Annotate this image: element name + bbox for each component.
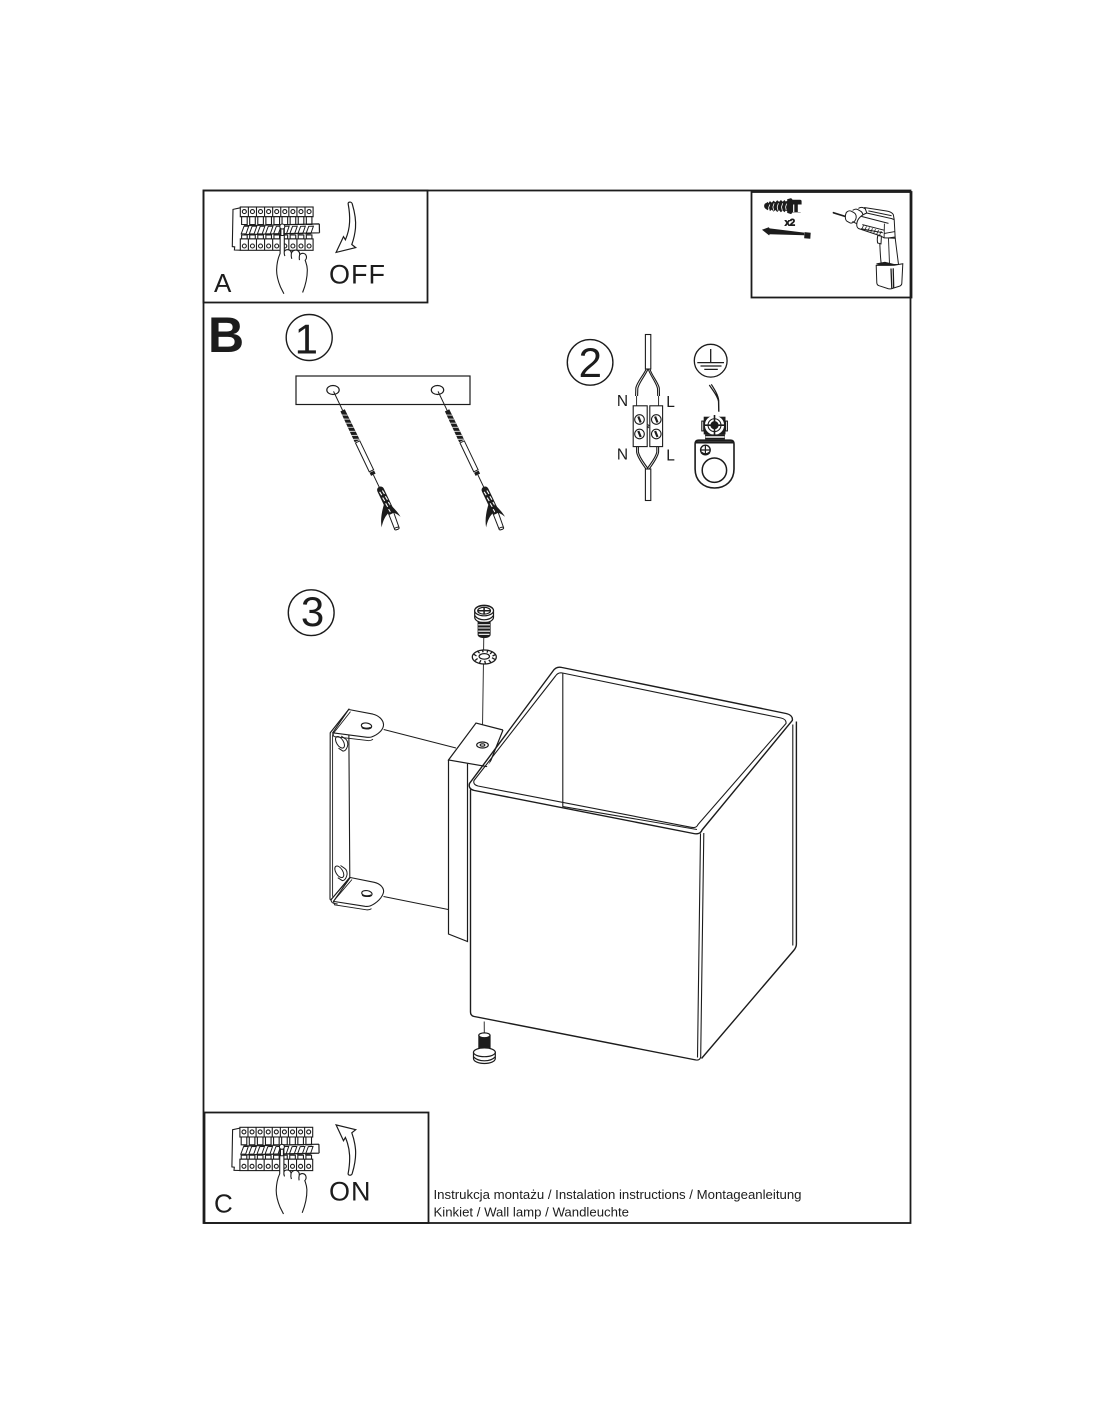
svg-text:2: 2 [579, 339, 602, 386]
svg-text:Kinkiet / Wall lamp / Wandleu: Kinkiet / Wall lamp / Wandleuchte [434, 1205, 629, 1220]
svg-text:1: 1 [295, 315, 318, 362]
svg-text:B: B [208, 307, 244, 363]
svg-text:L: L [666, 394, 675, 411]
svg-text:x2: x2 [785, 218, 795, 229]
svg-text:C: C [214, 1189, 233, 1219]
svg-text:Instrukcja montażu / Instalati: Instrukcja montażu / Instalation instruc… [434, 1187, 802, 1202]
svg-text:OFF: OFF [329, 260, 386, 290]
svg-text:L: L [666, 448, 675, 465]
svg-text:3: 3 [301, 588, 324, 635]
svg-text:ON: ON [329, 1177, 372, 1207]
svg-text:A: A [214, 268, 232, 298]
svg-text:N: N [617, 393, 628, 410]
svg-text:N: N [617, 447, 628, 464]
